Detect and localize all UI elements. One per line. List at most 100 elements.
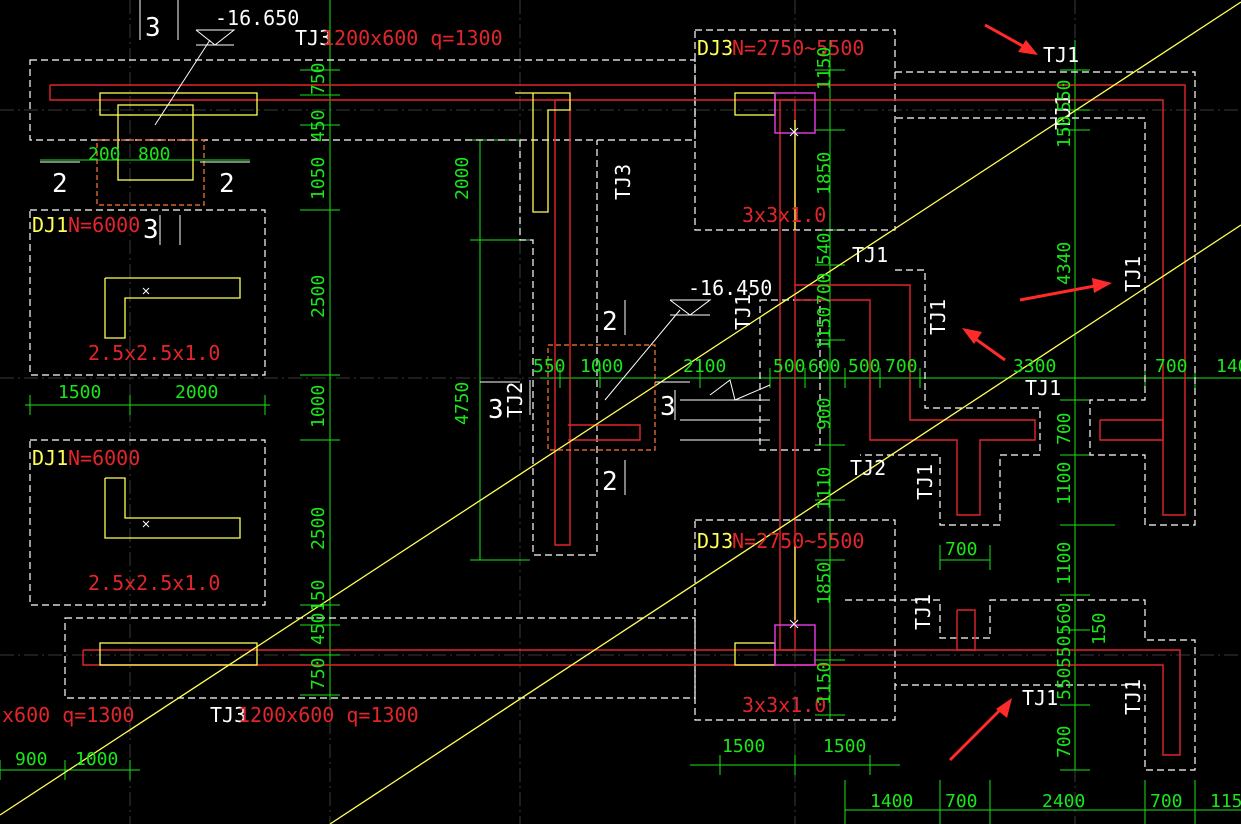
dim-600: 600 — [808, 356, 841, 377]
dj1-b-label: DJ1 — [32, 446, 68, 470]
dim-750b: 750 — [308, 657, 329, 690]
wall-bottom-left — [99, 642, 258, 666]
tj3-vertical-outline — [519, 140, 598, 556]
arrow-4 — [948, 703, 1007, 762]
misc-details — [40, 0, 799, 629]
dim-700b: 700 — [1155, 356, 1188, 377]
dim-550r3: 550 — [1054, 667, 1075, 700]
tj2-red — [568, 424, 641, 441]
cap-top-label: 3x3x1.0 — [742, 203, 826, 227]
cap-bottom-label: 3x3x1.0 — [742, 693, 826, 717]
tj2-mid-label: TJ2 — [850, 456, 886, 480]
section-markers: 3 3 3 3 2 2 2 2 — [52, 13, 676, 497]
dim-550r: 550 — [1054, 79, 1075, 112]
dim-2400: 2400 — [1042, 791, 1085, 812]
section-3-b: 3 — [143, 215, 159, 245]
dim-700e: 700 — [1150, 791, 1183, 812]
dim-500a: 500 — [773, 356, 806, 377]
tj1-label-10: TJ1 — [1022, 686, 1058, 710]
wall-l-upper — [515, 92, 571, 213]
tj1-label-9: TJ1 — [911, 594, 935, 630]
wall-l-dj1-b — [104, 477, 241, 539]
tj1-label-7: TJ1 — [1025, 376, 1061, 400]
section-2-b: 2 — [219, 169, 235, 199]
wall-top-left — [99, 92, 258, 116]
dj1-b-outline — [29, 439, 266, 606]
wall-l-dj1-a — [104, 277, 241, 339]
dim-1150b: 1150 — [814, 307, 835, 350]
wall-bottom-right-stub — [734, 642, 776, 666]
bottom-beam — [82, 649, 1181, 756]
pile-a-label: 2.5x2.5x1.0 — [88, 341, 220, 365]
section-2-c: 2 — [602, 307, 618, 337]
dim-2000a: 2000 — [175, 382, 218, 403]
dim-700c: 700 — [945, 539, 978, 560]
dj1-a-spec: N=6000 — [68, 213, 140, 237]
dim-700v: 700 — [814, 272, 835, 305]
dim-1110: 1110 — [814, 467, 835, 510]
section-3-d: 3 — [660, 392, 676, 422]
tj1-lower-outline — [845, 599, 1196, 771]
top-beam — [49, 84, 1186, 516]
tj1-label-11: TJ1 — [1121, 679, 1145, 715]
dj3-top-spec: N=2750~5500 — [732, 36, 864, 60]
dim-1850a: 1850 — [814, 152, 835, 195]
tj3-bottom-label: TJ3 — [210, 703, 246, 727]
dim-1500a: 1500 — [58, 382, 101, 403]
section-2-d: 2 — [602, 467, 618, 497]
vertical-beam-right — [779, 99, 796, 651]
tj3-top-spec: 1200x600 q=1300 — [322, 26, 503, 50]
tj1-label-1: TJ1 — [1043, 43, 1079, 67]
dim-150a: 150 — [308, 579, 329, 612]
wall-top-right-stub — [734, 92, 776, 116]
dim-1000v: 1000 — [308, 385, 329, 428]
dim-700a: 700 — [885, 356, 918, 377]
bottom-left-spec: x600 q=1300 — [2, 703, 134, 727]
annotation-arrows — [948, 23, 1112, 762]
tj3-vertical-label: TJ3 — [611, 164, 635, 200]
section-3-a: 3 — [145, 13, 161, 43]
dim-540: 540 — [814, 232, 835, 265]
dim-1100b: 1100 — [1054, 542, 1075, 585]
dim-1100a: 1100 — [1054, 462, 1075, 505]
dim-450a: 450 — [308, 109, 329, 142]
beams — [49, 84, 1186, 756]
dim-4750: 4750 — [452, 382, 473, 425]
tj1-red-lower — [956, 609, 976, 651]
dimension-texts: 200 800 750 450 1050 2500 1000 2500 150 … — [15, 47, 1241, 812]
dim-900a: 900 — [15, 749, 48, 770]
tj1-label-2: TJ1 — [1051, 94, 1075, 130]
dim-550: 550 — [533, 356, 566, 377]
dim-4340: 4340 — [1054, 242, 1075, 285]
tj1-red-right — [1099, 419, 1164, 441]
dim-1500c: 1500 — [823, 736, 866, 757]
dj1-a-label: DJ1 — [32, 213, 68, 237]
dim-1150a: 1150 — [814, 47, 835, 90]
dj3-bottom-spec: N=2750~5500 — [732, 529, 864, 553]
tj1-red-inner — [795, 284, 1036, 516]
tj3-top-label: TJ3 — [295, 26, 331, 50]
dim-560: 560 — [1054, 602, 1075, 635]
dj3-bottom-label: DJ3 — [697, 529, 733, 553]
dim-2500a: 2500 — [308, 275, 329, 318]
tj1-inner-outline — [860, 269, 1041, 526]
dim-150r: 150 — [1054, 115, 1075, 148]
tj3-bottom-outline — [64, 617, 696, 699]
pile-b-label: 2.5x2.5x1.0 — [88, 571, 220, 595]
tj1-label-6: TJ1 — [731, 294, 755, 330]
arrow-2 — [1019, 283, 1101, 302]
column-top-left — [117, 104, 194, 181]
section-2-a: 2 — [52, 169, 68, 199]
dim-200: 200 — [88, 144, 121, 165]
tj1-label-4: TJ1 — [926, 299, 950, 335]
dim-1150d: 1150 — [1210, 791, 1241, 812]
dim-450b: 450 — [308, 612, 329, 645]
cap-left-outline — [759, 299, 821, 451]
dim-3300: 3300 — [1013, 356, 1056, 377]
tj3-bottom-spec: 1200x600 q=1300 — [238, 703, 419, 727]
dim-900v: 900 — [814, 397, 835, 430]
tj2-left-label: TJ2 — [503, 382, 527, 418]
